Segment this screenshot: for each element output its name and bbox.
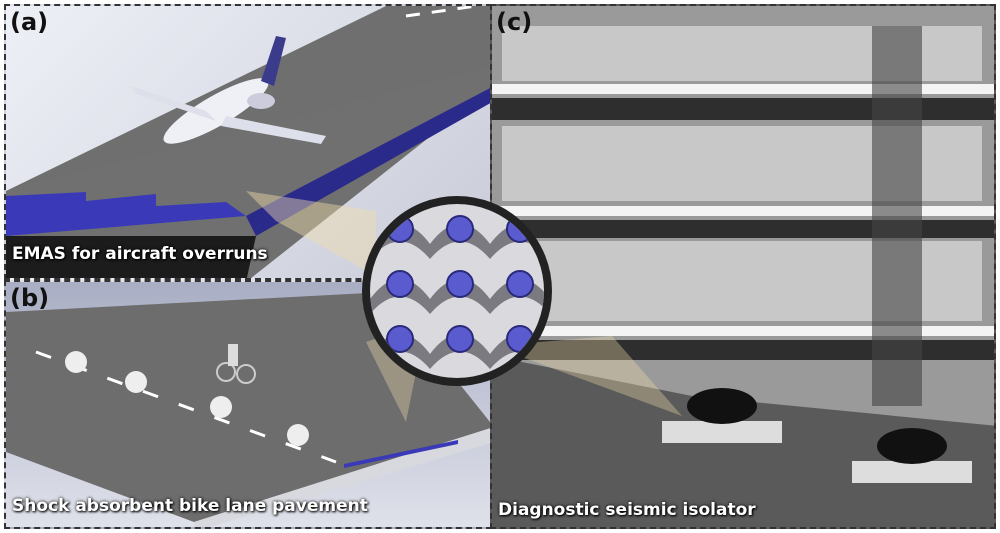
panel-c-label: (c)	[496, 8, 533, 36]
flower-absorber-icons	[65, 351, 309, 446]
airplane-icon	[131, 36, 326, 144]
panel-seismic-isolator: (c) Diagnostic seismic isolator	[490, 4, 996, 529]
panel-b-label: (b)	[10, 284, 50, 312]
cyclist-icon	[216, 344, 256, 384]
runway-illustration	[6, 6, 490, 278]
panel-b-caption: Shock absorbent bike lane pavement	[12, 496, 368, 516]
building-illustration	[492, 6, 994, 483]
panel-a-caption: EMAS for aircraft overruns	[12, 244, 268, 264]
bike-lane-illustration	[6, 292, 490, 527]
panel-a-label: (a)	[10, 8, 49, 36]
panel-c-caption: Diagnostic seismic isolator	[498, 500, 756, 520]
panel-emas: (a) EMAS for aircraft overruns	[4, 4, 492, 280]
isolator-bearing-icons	[662, 388, 972, 483]
lattice-structure-icon	[370, 215, 544, 369]
lattice-magnifier	[362, 196, 552, 386]
